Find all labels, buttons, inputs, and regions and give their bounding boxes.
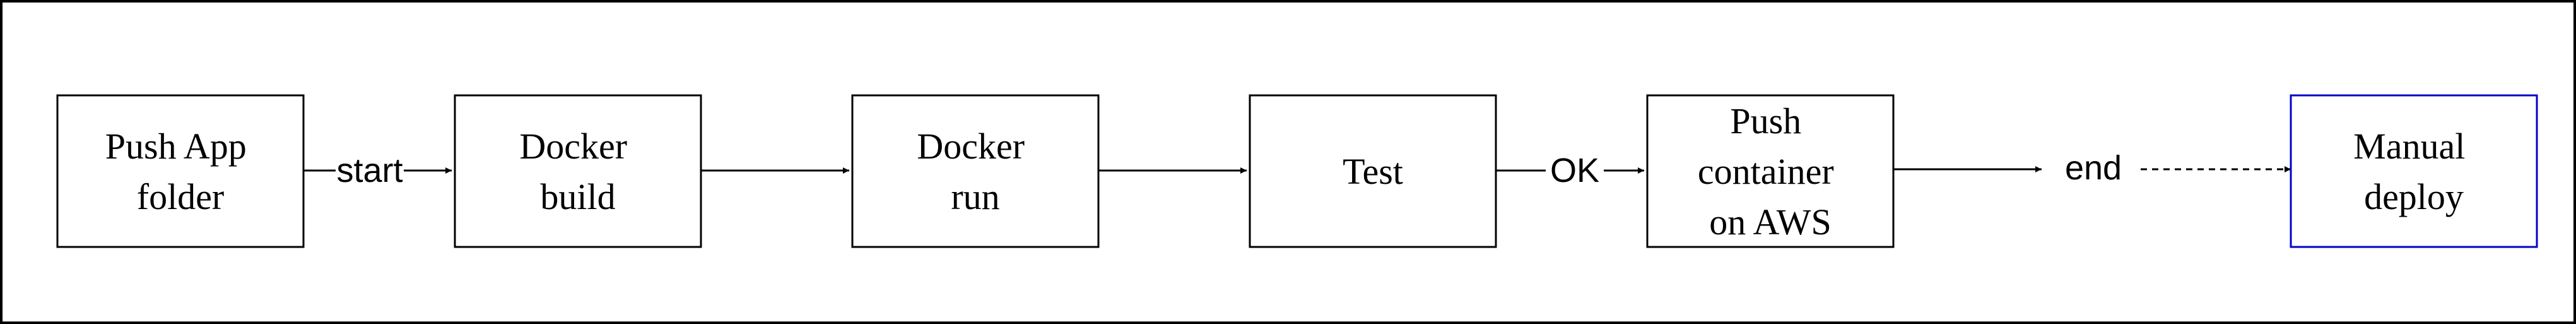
node-docker-build-label: Docker build bbox=[519, 126, 636, 217]
edges-layer: start OK end bbox=[303, 149, 2291, 189]
node-manual-deploy-line-1: Manual bbox=[2353, 126, 2465, 167]
node-docker-run-box bbox=[851, 94, 1100, 248]
nodes-layer: Push App folder Docker build Docker run … bbox=[56, 94, 2538, 248]
node-push-container-line-2: container bbox=[1698, 151, 1834, 192]
node-push-app-line-1: Push App bbox=[105, 126, 247, 167]
node-test: Test bbox=[1249, 94, 1497, 248]
node-manual-deploy-line-2: deploy bbox=[2364, 176, 2464, 217]
node-manual-deploy: Manual deploy bbox=[2290, 94, 2538, 248]
node-push-container-line-1: Push bbox=[1730, 100, 1801, 141]
edge-label-ok: OK bbox=[1550, 152, 1599, 189]
node-docker-run-line-1: Docker bbox=[917, 126, 1025, 167]
node-test-box bbox=[1249, 94, 1497, 248]
node-manual-deploy-label: Manual deploy bbox=[2353, 126, 2474, 217]
node-push-app: Push App folder bbox=[56, 94, 305, 248]
node-docker-build-box bbox=[454, 94, 702, 248]
node-docker-run: Docker run bbox=[851, 94, 1100, 248]
node-docker-run-label: Docker run bbox=[917, 126, 1033, 217]
node-docker-run-line-2: run bbox=[951, 176, 999, 217]
node-push-container-box bbox=[1646, 94, 1895, 248]
node-docker-build-line-1: Docker bbox=[519, 126, 627, 167]
node-push-app-label: Push App folder bbox=[105, 126, 256, 217]
node-manual-deploy-box bbox=[2290, 94, 2538, 248]
node-test-label: Test bbox=[1343, 151, 1403, 192]
node-push-container: Push container on AWS bbox=[1646, 94, 1895, 248]
node-push-container-label: Push container on AWS bbox=[1698, 100, 1843, 243]
node-push-container-line-3: on AWS bbox=[1709, 201, 1832, 243]
node-push-app-box bbox=[56, 94, 305, 248]
node-docker-build: Docker build bbox=[454, 94, 702, 248]
edge-label-start: start bbox=[336, 152, 403, 189]
node-docker-build-line-2: build bbox=[540, 176, 615, 217]
end-label: end bbox=[2065, 149, 2122, 187]
node-test-line-1: Test bbox=[1343, 151, 1403, 192]
node-push-app-line-2: folder bbox=[137, 176, 225, 217]
